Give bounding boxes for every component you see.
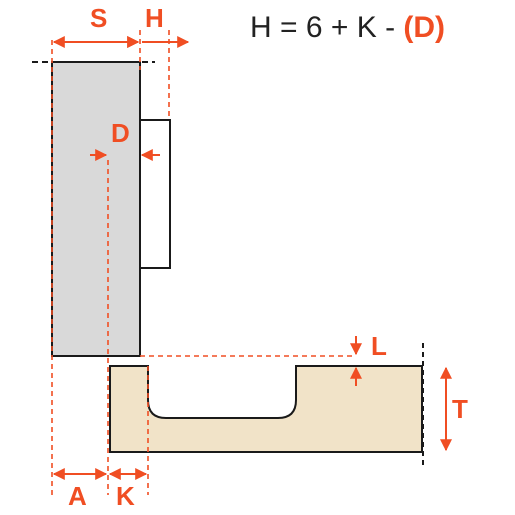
label-a: A: [68, 481, 87, 511]
side-panel: [51, 61, 141, 357]
label-k: K: [116, 481, 135, 511]
base-panel: [109, 365, 423, 453]
dimension-arrows: [52, 36, 452, 480]
label-l: L: [371, 331, 387, 361]
label-s: S: [90, 3, 107, 33]
formula-highlight: (D): [403, 11, 445, 44]
label-t: T: [452, 394, 468, 424]
door-plate: [139, 119, 171, 269]
guide-lines: [51, 30, 355, 495]
formula: H = 6 + K - (D): [250, 11, 445, 44]
label-h: H: [145, 3, 164, 33]
formula-prefix: H = 6 + K -: [250, 11, 403, 44]
label-d: D: [111, 118, 130, 148]
